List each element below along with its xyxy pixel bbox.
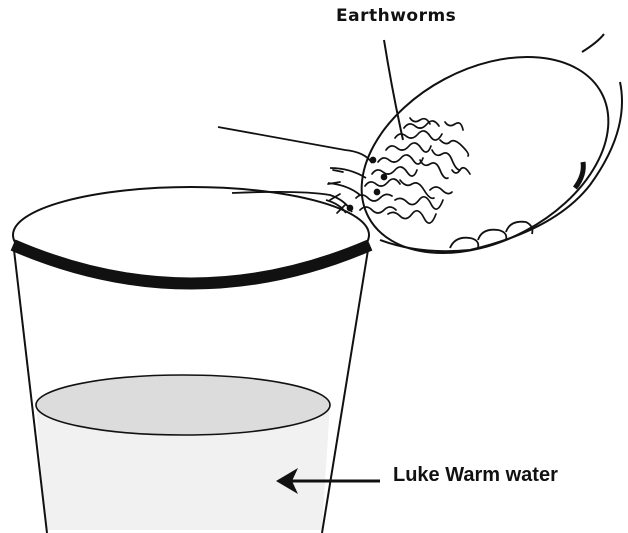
bowl [328, 17, 628, 293]
water-surface [36, 375, 330, 435]
bowl-handle [582, 34, 604, 52]
earthworms-label: Earthworms [336, 6, 456, 26]
beaker-right-wall [322, 250, 368, 533]
water-label: Luke Warm water [393, 464, 558, 487]
beaker-left-wall [14, 250, 47, 533]
bowl-rim [328, 17, 628, 293]
